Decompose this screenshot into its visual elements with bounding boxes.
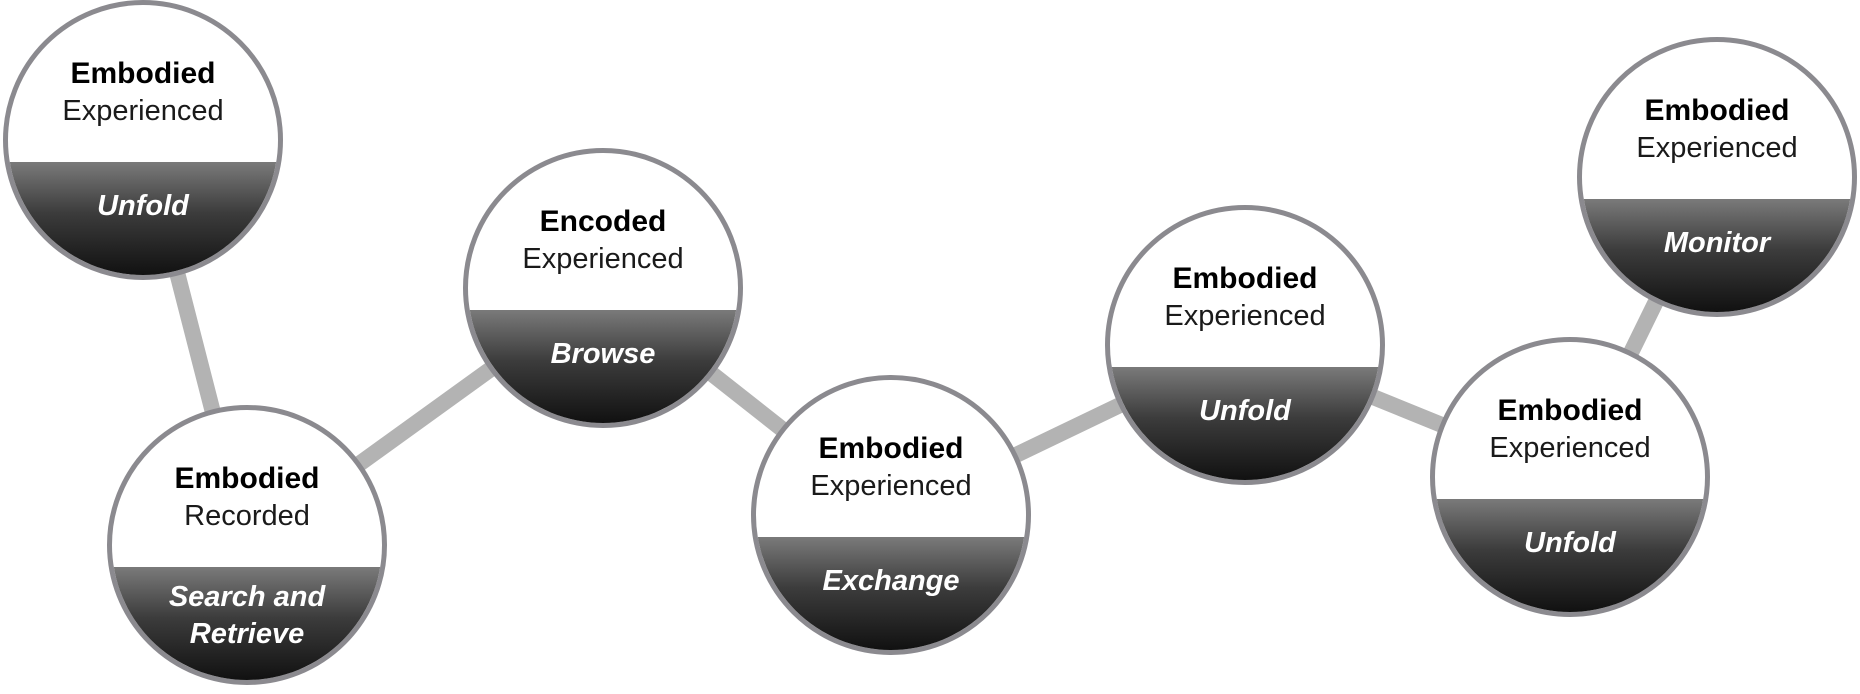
node-state: Experienced: [1164, 299, 1326, 332]
node-action: Unfold: [1199, 394, 1291, 427]
node-action: Unfold: [1524, 526, 1616, 559]
node-kind: Embodied: [818, 431, 964, 465]
node-kind: Embodied: [70, 56, 216, 90]
node-action-band: Exchange: [756, 536, 1026, 650]
node-kind: Embodied: [174, 461, 320, 495]
node-state: Experienced: [62, 94, 224, 127]
node-action-band: Search and Retrieve: [112, 566, 382, 680]
node-top: Encoded Experienced: [468, 153, 738, 310]
node-action-band: Browse: [468, 309, 738, 423]
node-top: Embodied Experienced: [1435, 342, 1705, 499]
node-action-band: Unfold: [8, 161, 278, 275]
node-action-band: Unfold: [1110, 366, 1380, 480]
node-kind: Embodied: [1644, 93, 1790, 127]
node-state: Recorded: [184, 499, 310, 532]
node-action-band: Monitor: [1582, 198, 1852, 312]
node-state: Experienced: [1636, 131, 1798, 164]
node-state: Experienced: [522, 242, 684, 275]
node-3: Encoded Experienced Browse: [463, 148, 743, 428]
node-top: Embodied Recorded: [112, 410, 382, 567]
node-kind: Embodied: [1497, 393, 1643, 427]
node-kind: Encoded: [539, 204, 667, 238]
node-action: Unfold: [97, 189, 189, 222]
node-top: Embodied Experienced: [756, 380, 1026, 537]
node-top: Embodied Experienced: [1582, 42, 1852, 199]
node-state: Experienced: [810, 469, 972, 502]
node-5: Embodied Experienced Unfold: [1105, 205, 1385, 485]
node-state: Experienced: [1489, 431, 1651, 464]
node-action: Browse: [550, 337, 656, 370]
node-action: Exchange: [822, 564, 960, 597]
node-7: Embodied Experienced Monitor: [1577, 37, 1857, 317]
node-action: Monitor: [1663, 226, 1771, 259]
node-top: Embodied Experienced: [8, 5, 278, 162]
node-action: Search and Retrieve: [168, 580, 326, 650]
node-2: Embodied Recorded Search and Retrieve: [107, 405, 387, 685]
node-1: Embodied Experienced Unfold: [3, 0, 283, 280]
node-kind: Embodied: [1172, 261, 1318, 295]
node-action-band: Unfold: [1435, 498, 1705, 612]
node-4: Embodied Experienced Exchange: [751, 375, 1031, 655]
node-6: Embodied Experienced Unfold: [1430, 337, 1710, 617]
node-top: Embodied Experienced: [1110, 210, 1380, 367]
